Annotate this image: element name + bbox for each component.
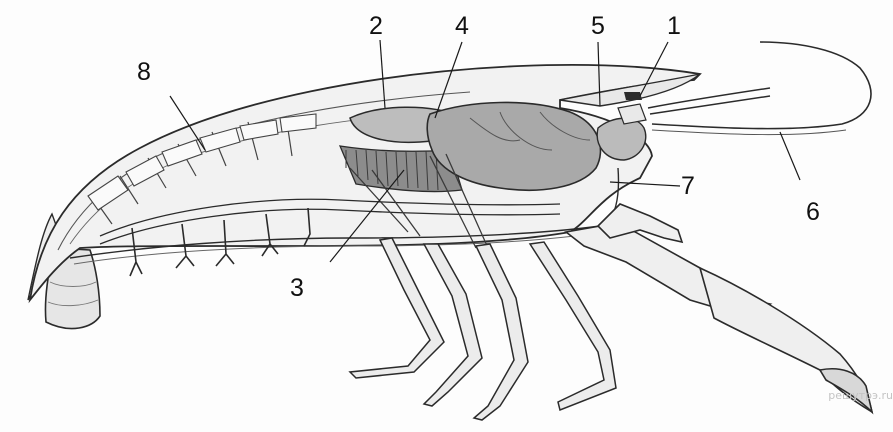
label-3: 3 <box>290 276 304 301</box>
label-6: 6 <box>806 200 820 225</box>
watermark-text: решутрэ.ru <box>828 389 893 402</box>
walking-legs <box>350 238 616 420</box>
label-5: 5 <box>591 14 605 39</box>
label-2: 2 <box>369 14 383 39</box>
label-1: 1 <box>667 14 681 39</box>
label-8: 8 <box>137 60 151 85</box>
label-7: 7 <box>681 174 695 199</box>
label-4: 4 <box>455 14 469 39</box>
